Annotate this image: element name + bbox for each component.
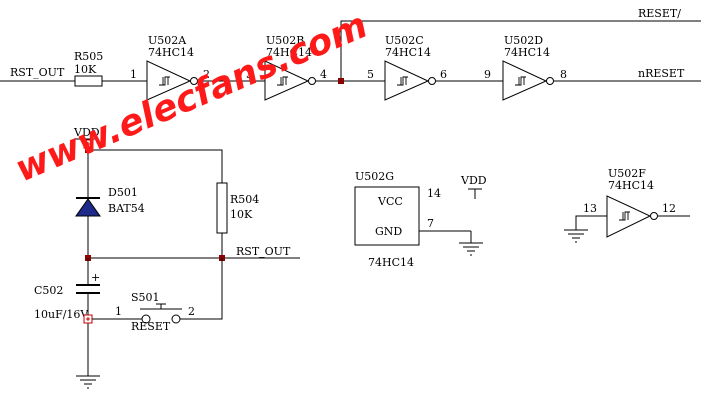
u502g-vcc-label: VCC [377, 195, 403, 208]
resistor-r505 [74, 75, 103, 87]
pin-12-label: 12 [662, 202, 676, 215]
s501-pin-1: 1 [115, 305, 122, 318]
r505-ref: R505 [74, 50, 103, 63]
u502g-pin-gnd: 7 [427, 217, 434, 230]
c502-value: 10uF/16V [34, 308, 89, 321]
u502c-ref: U502C [385, 34, 424, 47]
u502c-value: 74HC14 [385, 46, 431, 59]
u502g-value: 74HC14 [368, 256, 414, 269]
power-unit-u502g [354, 186, 420, 246]
d501-ref: D501 [108, 186, 138, 199]
s501-value: RESET [131, 320, 171, 333]
s501-ref: S501 [131, 291, 160, 304]
reset-bar-wire [340, 20, 701, 81]
u502d-value: 74HC14 [504, 46, 550, 59]
u502b-value: 74HC14 [266, 46, 312, 59]
net-label-vdd-left: VDD [73, 126, 100, 139]
pin-2-label: 2 [203, 68, 210, 81]
ground-symbol-left [76, 375, 100, 389]
inverter-u502a [146, 60, 198, 101]
vdd-symbol-right [468, 188, 482, 199]
u502g-pin-vcc: 14 [427, 187, 441, 200]
net-label-nreset: nRESET [638, 67, 685, 80]
resistor-r504 [216, 182, 228, 234]
net-label-reset-bar: RESET/ [638, 7, 681, 20]
ground-symbol-u502f [564, 229, 588, 243]
c502-plus: + [91, 271, 100, 284]
pin-13-label: 13 [583, 202, 597, 215]
u502f-value: 74HC14 [608, 179, 654, 192]
r504-ref: R504 [230, 193, 259, 206]
inverter-u502b [264, 60, 316, 101]
r505-value: 10K [74, 63, 97, 76]
diode-d501 [75, 197, 101, 217]
ground-symbol-u502g [459, 242, 483, 256]
u502g-ref: U502G [355, 170, 394, 183]
watermark-logo: www.elecfans.com [9, 5, 373, 190]
pin-5-label: 5 [367, 68, 374, 81]
u502g-gnd-label: GND [375, 225, 402, 238]
inverter-u502d [502, 60, 554, 101]
c502-ref: C502 [34, 284, 63, 297]
pin-4-label: 4 [320, 68, 327, 81]
inverter-u502f [606, 195, 658, 238]
net-label-vdd-right: VDD [460, 174, 487, 187]
u502a-value: 74HC14 [148, 46, 194, 59]
pin-8-label: 8 [560, 68, 567, 81]
pin-9-label: 9 [484, 68, 491, 81]
inverter-u502c [384, 60, 436, 101]
net-label-rst-out-input: RST_OUT [10, 66, 65, 79]
r504-value: 10K [230, 208, 253, 221]
junction-dot [338, 78, 344, 84]
u502f-ref: U502F [608, 167, 646, 180]
net-label-rst-out-node: RST_OUT [236, 245, 291, 258]
pin-6-label: 6 [440, 68, 447, 81]
d501-value: BAT54 [108, 202, 145, 215]
s501-pin-2: 2 [188, 305, 195, 318]
u502d-ref: U502D [504, 34, 543, 47]
switch-s501 [140, 303, 182, 324]
pin-3-label: 3 [246, 68, 253, 81]
capacitor-c502 [76, 284, 100, 294]
u502a-ref: U502A [148, 34, 187, 47]
u502b-ref: U502B [266, 34, 304, 47]
pin-1-label: 1 [130, 68, 137, 81]
